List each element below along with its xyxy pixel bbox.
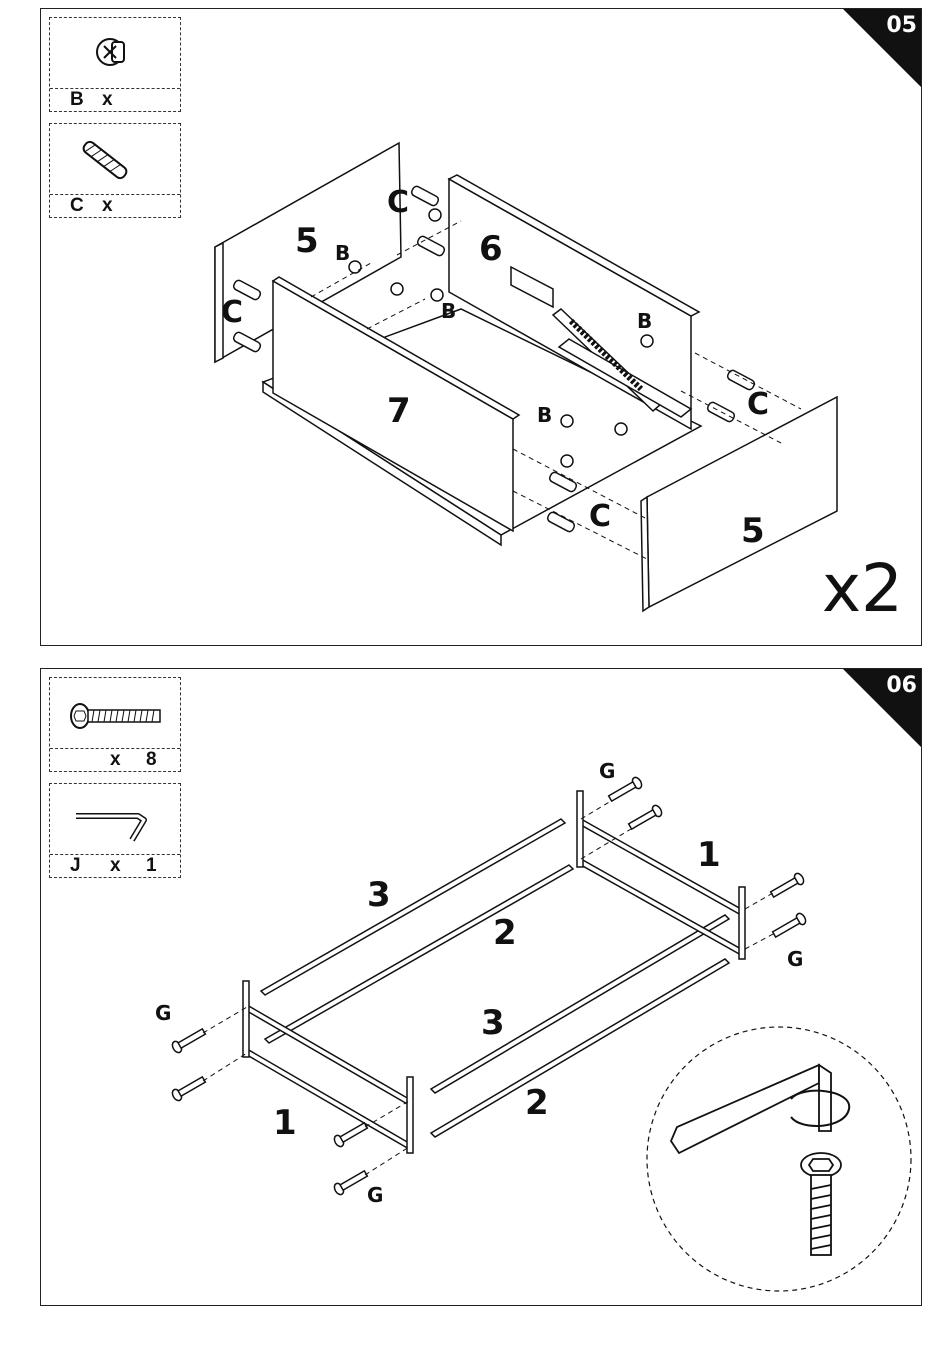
screw-label: G — [367, 1183, 383, 1207]
dowel-label: C — [747, 387, 769, 422]
screw-label: G — [599, 759, 615, 783]
step-05-panel: B x C x 05 — [40, 8, 922, 646]
frame-label-3-front: 3 — [481, 1003, 505, 1043]
panel-label-5-left: 5 — [295, 221, 319, 261]
panel-label-6: 6 — [479, 229, 503, 269]
cam-lock-label: B — [441, 299, 456, 323]
cam-lock-label: B — [637, 309, 652, 333]
cam-lock-label: B — [537, 403, 552, 427]
panel-label-5-right: 5 — [741, 511, 765, 551]
frame-label-3-back: 3 — [367, 875, 391, 915]
drawer-assembly-drawing — [41, 9, 921, 645]
screw-label: G — [787, 947, 803, 971]
frame-assembly-drawing — [41, 669, 921, 1305]
frame-label-1-right: 1 — [697, 835, 721, 875]
screw-label: G — [155, 1001, 171, 1025]
detail-callout-circle — [647, 1027, 911, 1291]
panel-label-7: 7 — [387, 391, 411, 431]
dowel-label: C — [589, 499, 611, 534]
step-06-panel: x 8 J x 1 06 — [40, 668, 922, 1306]
dowel-label: C — [387, 185, 409, 220]
frame-label-1-left: 1 — [273, 1103, 297, 1143]
repeat-multiplier: x2 — [822, 550, 903, 627]
dowel-label: C — [221, 295, 243, 330]
cam-lock-label: B — [335, 241, 350, 265]
frame-label-2-front: 2 — [525, 1083, 549, 1123]
frame-label-2-back: 2 — [493, 913, 517, 953]
